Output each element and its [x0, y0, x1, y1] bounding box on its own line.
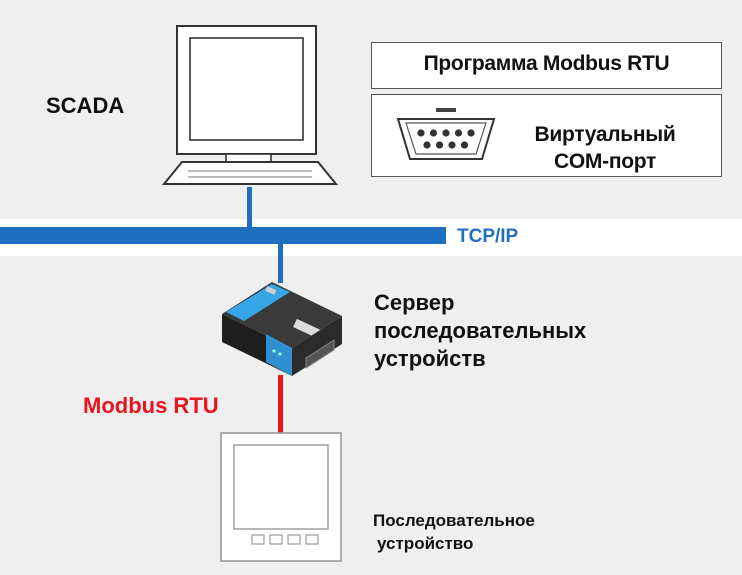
modbus-rtu-label: Modbus RTU: [83, 393, 219, 418]
panel-meter-device-icon: [220, 432, 342, 562]
scada-label: SCADA: [46, 93, 125, 118]
modbus-program-box: Программа Modbus RTU: [371, 42, 722, 89]
virtual-com-box: Виртуальный COM-порт: [371, 94, 722, 177]
server-line3: устройств: [374, 346, 486, 371]
device-line2: устройство: [377, 534, 474, 553]
device-label: Последовательное устройство: [373, 509, 535, 555]
desktop-computer-icon: [161, 25, 339, 185]
modbus-link: [278, 375, 283, 435]
virtual-com-line2: COM-порт: [554, 150, 656, 173]
server-link: [278, 243, 283, 283]
tcpip-bus: [0, 227, 446, 244]
tcpip-label: TCP/IP: [457, 226, 519, 247]
server-line2: последовательных: [374, 318, 587, 343]
server-line1: Сервер: [374, 290, 455, 315]
serial-device-server-icon: [222, 282, 342, 376]
db9-serial-connector-icon: [396, 108, 496, 160]
virtual-com-label: Виртуальный COM-порт: [500, 121, 710, 175]
modbus-program-label: Программа Modbus RTU: [423, 52, 670, 75]
computer-link: [247, 187, 252, 229]
bottom-panel: [0, 256, 742, 575]
device-line1: Последовательное: [373, 511, 535, 530]
server-label: Сервер последовательных устройств: [374, 289, 586, 373]
virtual-com-line1: Виртуальный: [534, 123, 676, 146]
